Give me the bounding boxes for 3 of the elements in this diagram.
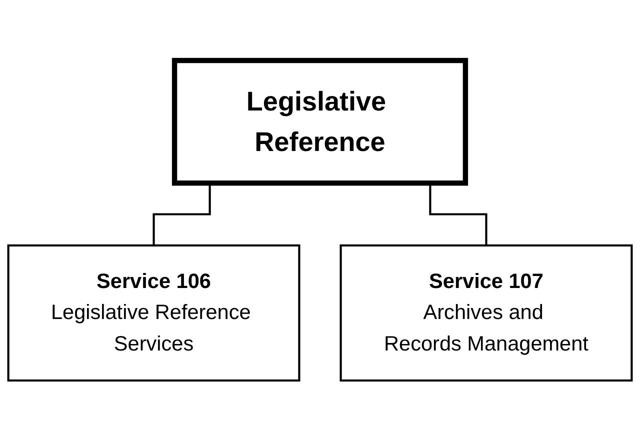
node-box: Legislative Reference <box>172 58 468 186</box>
node-box: Service 107 Archives and Records Management <box>340 244 633 382</box>
node-box: Service 106 Legislative Reference Services <box>7 244 300 382</box>
